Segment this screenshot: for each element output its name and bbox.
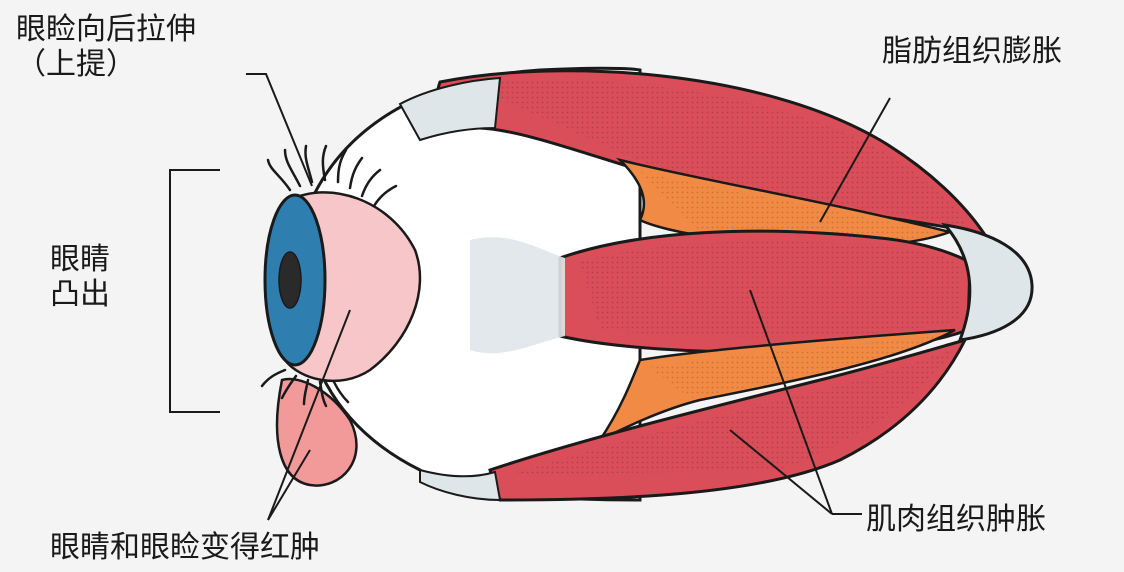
label-eyelid-line2: （上提） (16, 47, 196, 82)
label-eyelid-line1: 眼睑向后拉伸 (16, 12, 196, 47)
bulge-bracket (170, 170, 220, 412)
label-fat-swelling: 脂肪组织膨胀 (882, 34, 1062, 69)
label-eye-bulging: 眼睛 凸出 (50, 242, 122, 313)
pupil (279, 252, 301, 308)
middle-tendon (470, 237, 565, 353)
label-muscle-swelling: 肌肉组织肿胀 (866, 502, 1046, 537)
label-eyelid-retraction: 眼睑向后拉伸 （上提） (16, 12, 196, 83)
label-bulge-line2: 凸出 (50, 277, 122, 312)
label-bulge-line1: 眼睛 (50, 242, 122, 277)
label-redness-swelling: 眼睛和眼睑变得红肿 (50, 530, 320, 565)
leader-eyelid (246, 74, 312, 186)
